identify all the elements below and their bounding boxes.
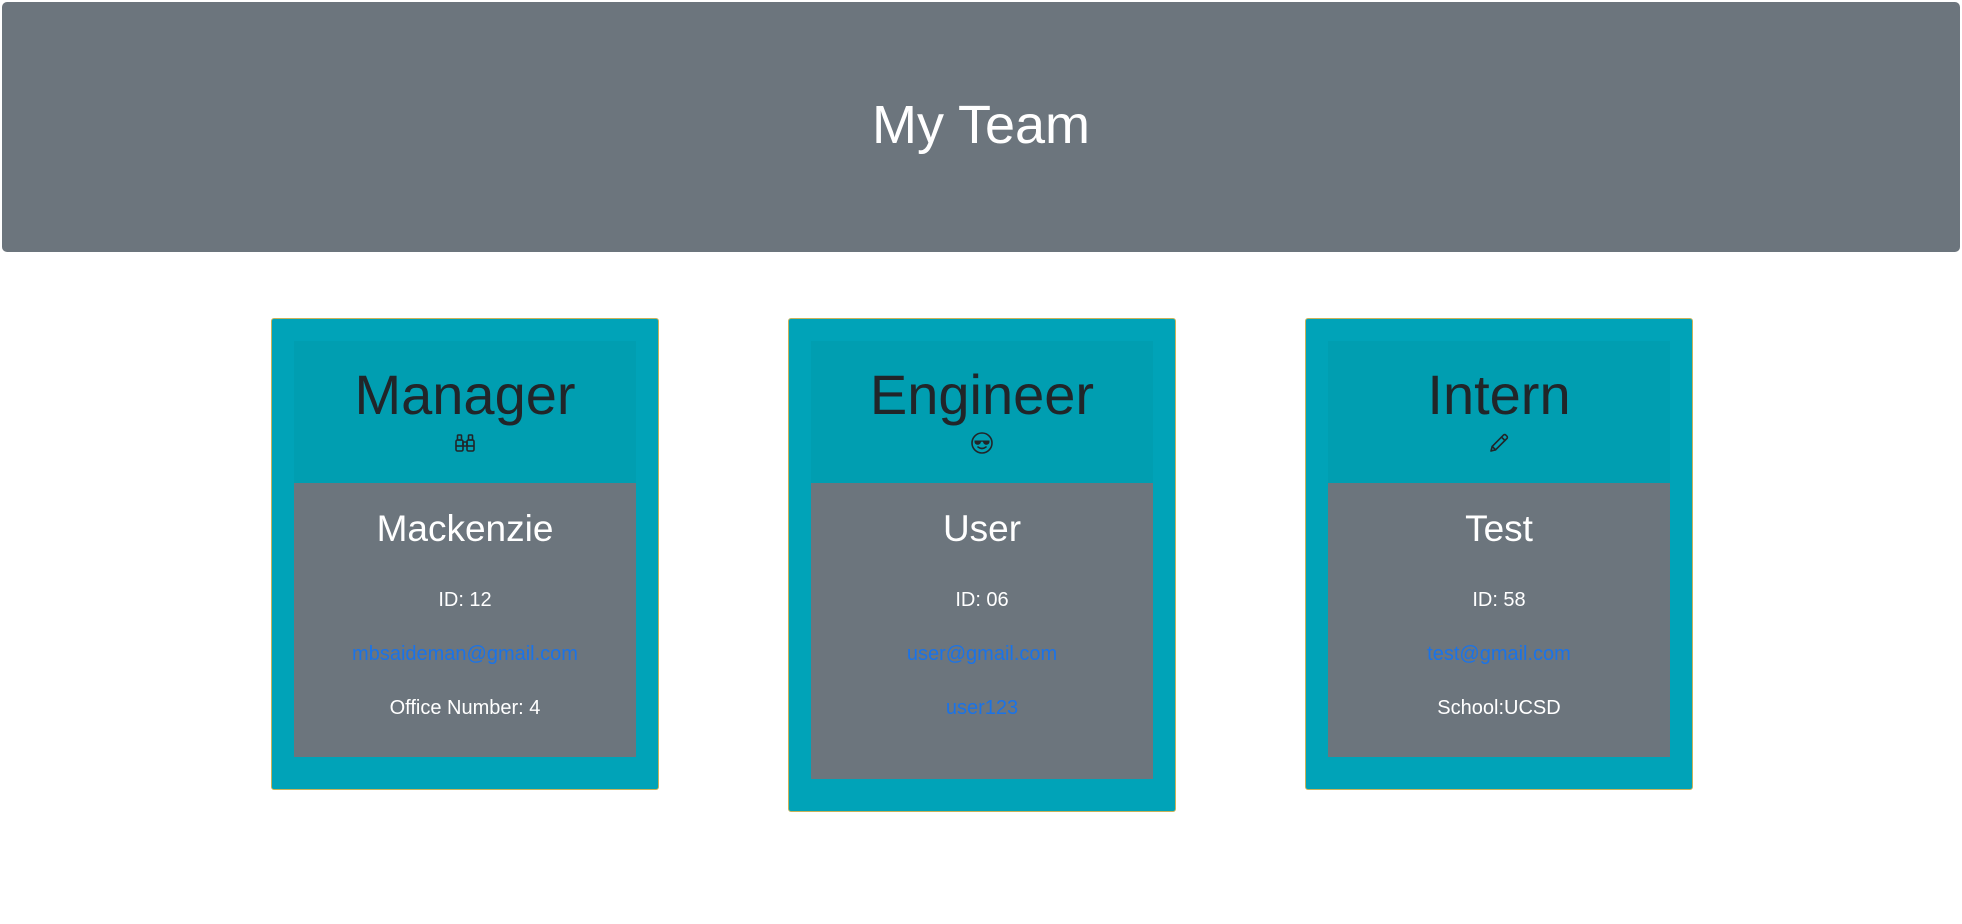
engineer-card: Engineer User ID: 06 user@gmail.com user… — [788, 318, 1176, 812]
office-number: Office Number: 4 — [389, 697, 541, 719]
employee-id: ID: 12 — [438, 589, 492, 611]
role-title: Intern — [1427, 363, 1571, 426]
school: School:UCSD — [1437, 697, 1561, 719]
employee-name: User — [942, 508, 1022, 549]
intern-card: Intern Test ID: 58 test@gmail.com School… — [1305, 318, 1693, 790]
page-header: My Team — [2, 2, 1960, 252]
email-link[interactable]: mbsaideman@gmail.com — [352, 643, 578, 665]
role-title: Manager — [354, 363, 576, 426]
card-body: Test ID: 58 test@gmail.com School:UCSD — [1328, 483, 1670, 757]
sunglasses-face-icon — [971, 432, 993, 454]
binoculars-icon — [455, 434, 475, 452]
card-body: User ID: 06 user@gmail.com user123 — [811, 483, 1153, 779]
pencil-icon — [1490, 433, 1509, 452]
role-title: Engineer — [869, 363, 1095, 426]
email-link[interactable]: user@gmail.com — [906, 643, 1058, 665]
card-header: Manager — [294, 341, 636, 483]
github-link[interactable]: user123 — [945, 697, 1019, 719]
employee-name: Mackenzie — [376, 508, 554, 549]
card-header: Engineer — [811, 341, 1153, 483]
manager-card: Manager Mackenzie ID: 12 mbsaideman@gmai… — [271, 318, 659, 790]
card-body: Mackenzie ID: 12 mbsaideman@gmail.com Of… — [294, 483, 636, 757]
employee-name: Test — [1465, 508, 1533, 549]
card-header: Intern — [1328, 341, 1670, 483]
employee-id: ID: 06 — [955, 589, 1009, 611]
employee-id: ID: 58 — [1472, 589, 1526, 611]
page-title: My Team — [871, 95, 1091, 155]
email-link[interactable]: test@gmail.com — [1427, 643, 1571, 665]
